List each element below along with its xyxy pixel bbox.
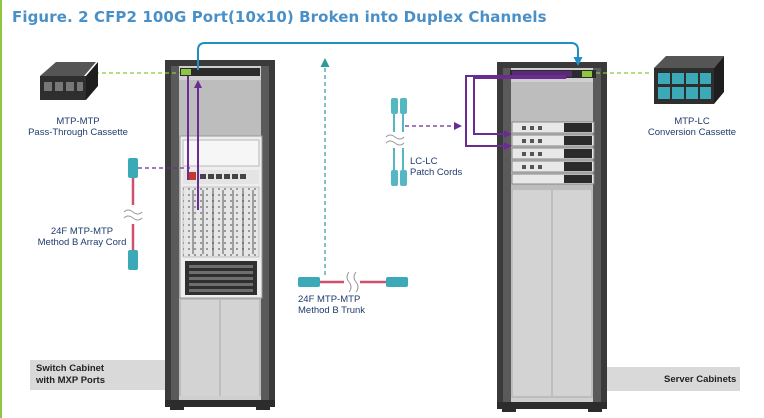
lc-lc-patch-cords [385, 98, 407, 186]
trunk-label: 24F MTP-MTP Method B Trunk [298, 294, 365, 316]
array-cord-label-line1: 24F MTP-MTP [50, 226, 114, 237]
server-cabinet-rack [497, 62, 607, 412]
array-cord-label: 24F MTP-MTP Method B Array Cord [26, 226, 138, 248]
mtp-lc-label-line2: Conversion Cassette [647, 127, 737, 138]
figure-title: Figure. 2 CFP2 100G Port(10x10) Broken i… [12, 8, 547, 26]
switch-cabinet-label: Switch Cabinet with MXP Ports [36, 363, 105, 387]
trunk-label-line2: Method B Trunk [298, 305, 366, 316]
mtp-lc-cassette [654, 56, 724, 104]
mtp-mtp-label-line2: Pass-Through Cassette [28, 127, 128, 138]
mtp-mtp-cassette [40, 62, 98, 100]
mtp-lc-label-line1: MTP-LC [674, 116, 710, 127]
server-cabinets-label: Server Cabinets [664, 374, 737, 385]
array-cord-label-line2: Method B Array Cord [37, 237, 127, 248]
switch-cabinet-rack [165, 60, 275, 410]
server-cabinet-label-band [604, 367, 740, 391]
trunk-route-line [197, 42, 583, 70]
mtp-mtp-cassette-label: MTP-MTP Pass-Through Cassette [22, 116, 134, 138]
switch-patch-panel [180, 68, 260, 76]
array-cord-illustration [123, 158, 143, 270]
trunk-cable-illustration [298, 271, 408, 293]
mtp-mtp-label-line1: MTP-MTP [56, 116, 100, 127]
switch-cabinet-label-band [30, 360, 166, 390]
purple-fiber-paths [187, 75, 566, 210]
lc-lc-label-line1: LC-LC [410, 156, 438, 167]
lc-lc-label-line2: Patch Cords [410, 167, 463, 178]
server-units [511, 121, 595, 185]
switch-cabinet-label-line1: Switch Cabinet [36, 363, 105, 374]
switch-cabinet-label-line2: with MXP Ports [36, 375, 105, 386]
mtp-lc-cassette-label: MTP-LC Conversion Cassette [636, 116, 748, 138]
lc-lc-label: LC-LC Patch Cords [410, 156, 462, 178]
trunk-label-line1: 24F MTP-MTP [298, 294, 361, 305]
